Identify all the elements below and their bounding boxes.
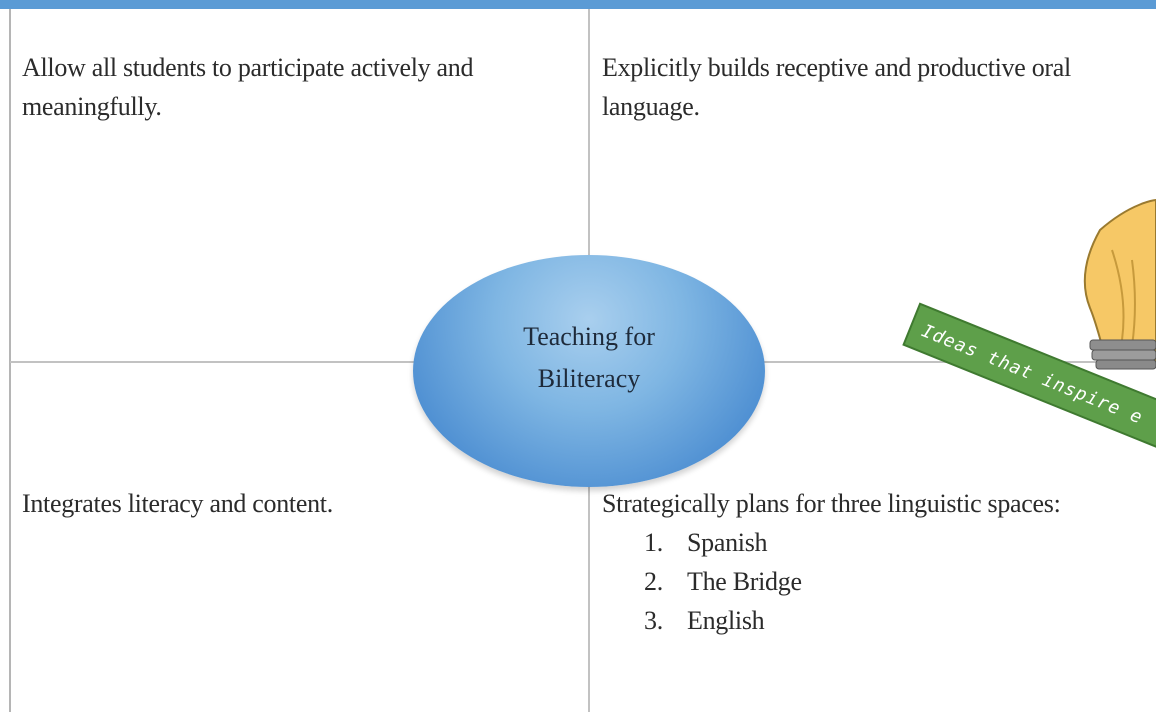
list-item: 1. Spanish	[602, 523, 1142, 562]
center-label-line2: Biliteracy	[537, 364, 641, 393]
quadrant-bottom-right: Strategically plans for three linguistic…	[602, 484, 1142, 640]
list-item: 3. English	[602, 601, 1142, 640]
list-item: 2. The Bridge	[602, 562, 1142, 601]
list-item-label: The Bridge	[687, 567, 802, 596]
ideas-logo: Ideas that inspire e	[900, 190, 1156, 490]
list-item-label: English	[687, 606, 765, 635]
list-item-number: 2.	[644, 567, 663, 596]
list-item-number: 1.	[644, 528, 663, 557]
quadrant-top-left: Allow all students to participate active…	[22, 53, 474, 121]
quadrant-top-right: Explicitly builds receptive and producti…	[602, 53, 1071, 121]
lightbulb-icon: Ideas that inspire e	[902, 198, 1156, 459]
center-label-line1: Teaching for	[523, 322, 655, 351]
list-item-number: 3.	[644, 606, 663, 635]
grid-divider-left	[9, 9, 11, 712]
center-ellipse	[413, 255, 765, 487]
linguistic-spaces-list: 1. Spanish 2. The Bridge 3. English	[602, 523, 1142, 640]
list-item-label: Spanish	[687, 528, 768, 557]
quadrant-bottom-left: Integrates literacy and content.	[22, 489, 333, 518]
linguistic-spaces-intro: Strategically plans for three linguistic…	[602, 489, 1061, 518]
center-label: Teaching for Biliteracy	[413, 316, 765, 400]
top-accent-bar	[0, 0, 1156, 9]
